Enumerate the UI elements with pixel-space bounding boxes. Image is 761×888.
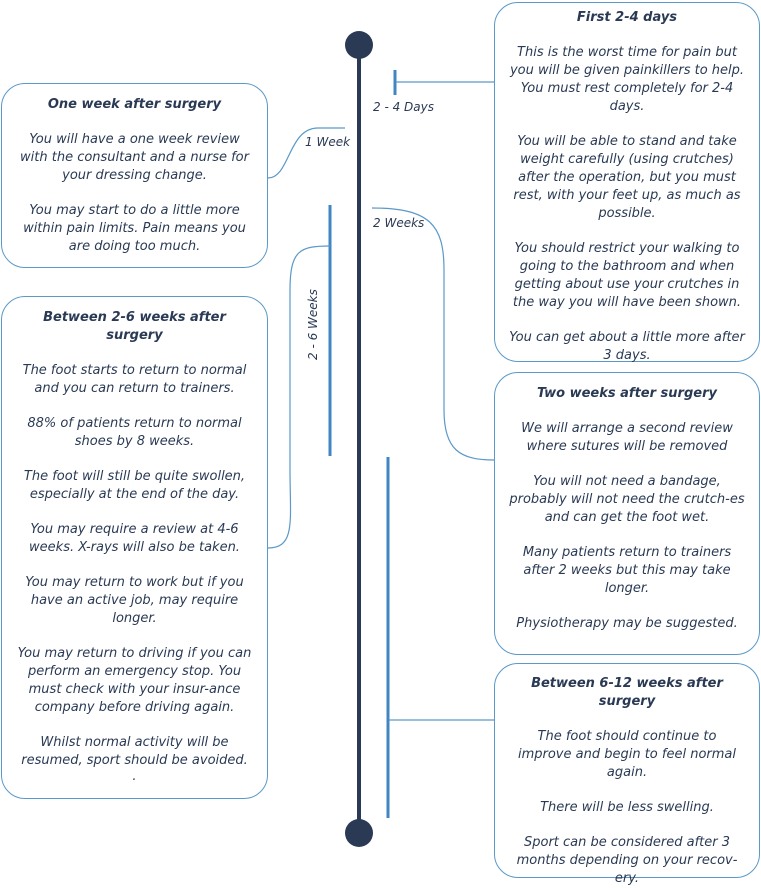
card-paragraph: The foot starts to return to normal and … [22, 363, 247, 396]
card-one-week: One week after surgery You will have a o… [1, 83, 268, 268]
two-six-weeks-connector [267, 245, 331, 549]
timeline-start-dot [345, 31, 373, 59]
timeline-end-dot [345, 819, 373, 847]
card-paragraph: Many patients return to trainers after 2… [522, 545, 732, 596]
marker-label-2-weeks: 2 Weeks [373, 216, 425, 230]
two-weeks-connector [371, 207, 495, 461]
card-6-12-weeks: Between 6-12 weeks after surgery The foo… [494, 663, 760, 886]
card-paragraph: You can get about a little more after 3 … [509, 330, 745, 363]
marker-label-2-4-days: 2 - 4 Days [373, 100, 434, 114]
card-paragraph: We will arrange a second review where su… [521, 421, 733, 454]
card-paragraph: The foot will still be quite swollen, es… [23, 469, 246, 502]
card-trailing-mark: . [132, 769, 137, 784]
card-two-weeks: Two weeks after surgery We will arrange … [494, 372, 760, 655]
card-paragraph: This is the worst time for pain but you … [509, 45, 745, 114]
card-paragraph: There will be less swelling. [540, 800, 714, 815]
card-title: One week after surgery [47, 97, 222, 112]
marker-label-1-week: 1 Week [305, 135, 351, 149]
marker-label-2-6-weeks: 2 - 6 Weeks [306, 289, 320, 360]
card-paragraph: Sport can be considered after 3 months d… [516, 835, 738, 886]
card-paragraph: 88% of patients return to normal shoes b… [27, 416, 242, 449]
card-first-2-4-days: First 2-4 days This is the worst time fo… [494, 2, 760, 363]
card-paragraph: The foot should continue to improve and … [517, 729, 736, 780]
card-title: Between 6-12 weeks after surgery [531, 676, 723, 709]
card-paragraph: You will have a one week review with the… [20, 132, 249, 183]
one-week-connector [267, 127, 345, 179]
card-paragraph: You may require a review at 4-6 weeks. X… [29, 522, 240, 555]
card-paragraph: You may return to driving if you can per… [17, 646, 252, 715]
card-title: First 2-4 days [576, 10, 678, 25]
card-paragraph: You should restrict your walking to goin… [512, 241, 742, 310]
card-title: Between 2-6 weeks after surgery [43, 310, 226, 343]
card-2-6-weeks: Between 2-6 weeks after surgery The foot… [1, 296, 268, 799]
card-title: Two weeks after surgery [537, 386, 717, 401]
card-paragraph: You may return to work but if you have a… [25, 575, 244, 626]
card-paragraph: You will be able to stand and take weigh… [513, 134, 741, 221]
card-paragraph: Physiotherapy may be suggested. [516, 616, 738, 631]
card-paragraph: You may start to do a little more within… [23, 203, 246, 254]
card-paragraph: You will not need a bandage, probably wi… [509, 474, 745, 525]
card-paragraph: Whilst normal activity will be resumed, … [21, 735, 248, 768]
